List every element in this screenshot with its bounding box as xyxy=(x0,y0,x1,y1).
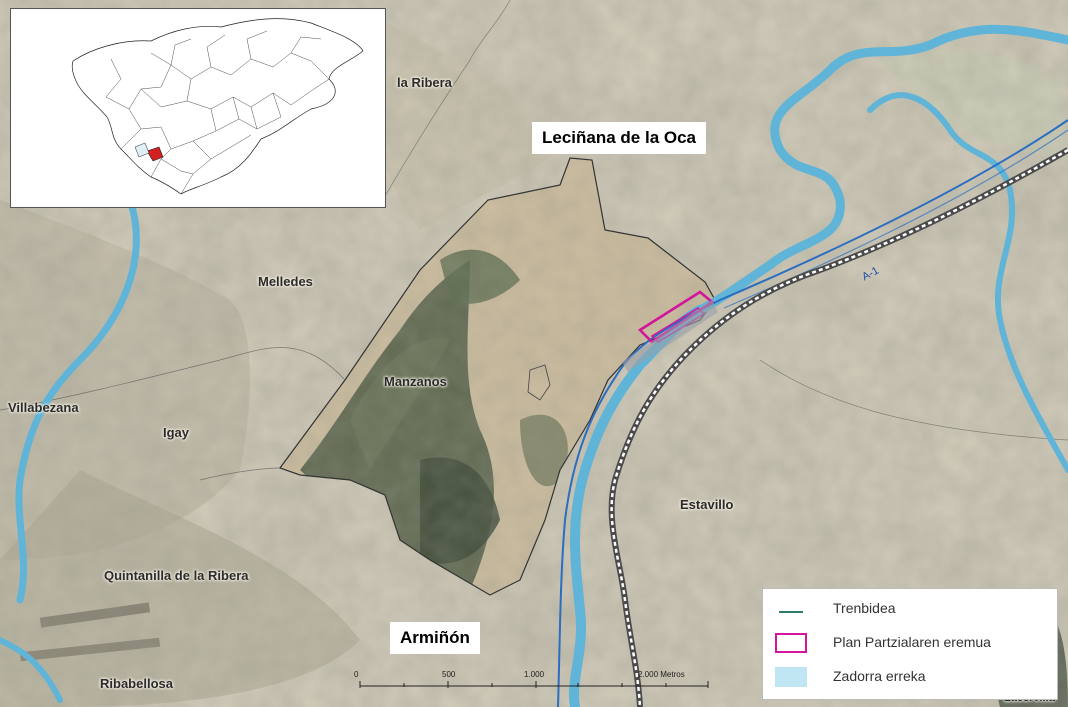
scale-bar: 0 500 1.000 2.000 Metros xyxy=(352,670,722,694)
legend-label: Plan Partzialaren eremua xyxy=(833,634,991,650)
legend-item-railway: Trenbidea xyxy=(775,597,896,619)
place-leciniana-label: Leciñana de la Oca xyxy=(532,122,707,154)
place-estavillo: Estavillo xyxy=(680,497,734,512)
legend-label: Trenbidea xyxy=(833,600,896,616)
place-la-ribera: la Ribera xyxy=(397,75,452,90)
scale-label-2000: 2.000 Metros xyxy=(638,670,685,679)
inset-locator-map xyxy=(10,8,386,208)
scale-label-0: 0 xyxy=(354,670,359,679)
scale-label-500: 500 xyxy=(442,670,456,679)
place-villabezana: Villabezana xyxy=(8,400,79,415)
plan-area-box-icon xyxy=(775,633,807,653)
inset-map-drawing xyxy=(71,18,364,195)
map-legend: Trenbidea Plan Partzialaren eremua Zador… xyxy=(762,588,1058,700)
place-arminon-label: Armiñón xyxy=(390,622,480,654)
river-fill-icon xyxy=(775,667,807,687)
railway-line-icon xyxy=(775,599,807,617)
place-melledes: Melledes xyxy=(258,274,313,289)
inset-highlight xyxy=(146,146,164,162)
scale-bar-graphic xyxy=(359,681,709,688)
place-manzanos: Manzanos xyxy=(384,374,447,389)
place-igay: Igay xyxy=(163,425,190,440)
legend-item-plan-area: Plan Partzialaren eremua xyxy=(775,631,991,653)
place-ribabellosa: Ribabellosa xyxy=(100,676,173,691)
legend-item-river: Zadorra erreka xyxy=(775,665,926,687)
place-quintanilla: Quintanilla de la Ribera xyxy=(104,568,249,583)
legend-label: Zadorra erreka xyxy=(833,668,926,684)
scale-label-1000: 1.000 xyxy=(524,670,545,679)
